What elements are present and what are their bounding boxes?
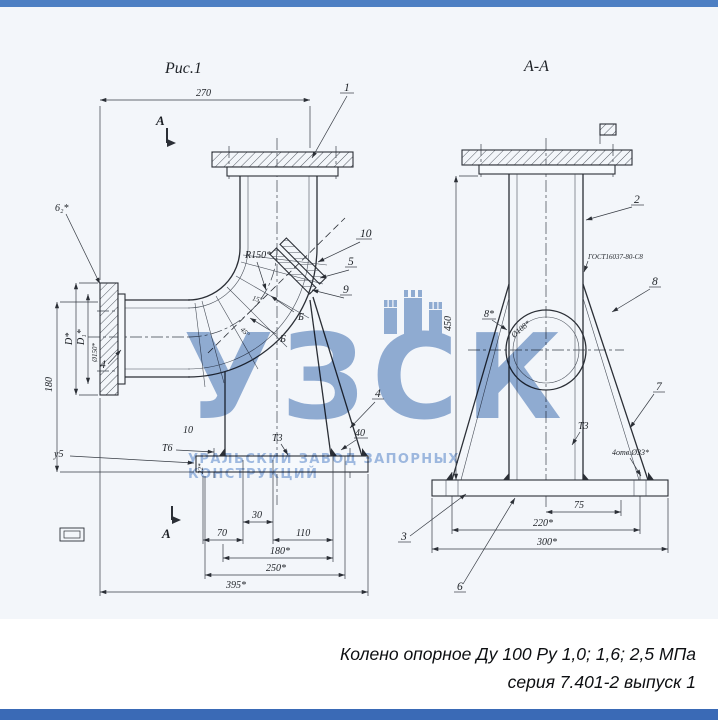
section-b-mark-1: Б — [297, 312, 304, 323]
base-plate-section — [431, 479, 669, 497]
dim-395s: 395* — [225, 580, 246, 591]
weld-t3-left: Т3 — [272, 433, 283, 444]
weld-mark-u5: у5 — [53, 449, 63, 460]
dim-270: 270 — [196, 88, 211, 99]
left-view-dimensions — [54, 92, 384, 596]
item-1: 1 — [344, 82, 350, 94]
top-border-bar — [0, 0, 718, 7]
roughness-mark-box — [59, 527, 85, 542]
left-view-outlines — [99, 151, 369, 473]
right-view-dimensions — [398, 175, 669, 593]
section-b-mark-2: Б — [279, 334, 286, 345]
left-view: Рис.1 А А 270 180 D* D₁* 6₂* R150* Ø150*… — [44, 60, 384, 596]
dim-180s: 180* — [270, 546, 290, 557]
section-letter-a-top: А — [155, 113, 165, 128]
caption-line-2: серия 7.401-2 выпуск 1 — [507, 672, 696, 692]
item-8: 8 — [652, 276, 658, 288]
item-4-gusset: 4 — [375, 388, 381, 400]
item-9: 9 — [343, 284, 349, 296]
right-view: А-А ГОСТ16037-80-С8 450 Ø108* 8* 75 220*… — [398, 58, 669, 593]
angle-15: 15° — [251, 294, 263, 304]
top-flange — [211, 151, 354, 168]
weld-leg-40: 40 — [355, 428, 365, 439]
item-4-flange: 4 — [100, 359, 106, 371]
dim-110: 110 — [296, 528, 310, 539]
left-view-centerlines — [88, 138, 351, 505]
angle-45: 45° — [239, 326, 252, 339]
right-gusset — [582, 283, 649, 481]
item-3: 3 — [400, 531, 407, 543]
base-plate — [195, 455, 369, 473]
dim-bend-radius: R150* — [244, 250, 271, 261]
item-5: 5 — [348, 256, 354, 268]
dim-flange-od: D* — [64, 333, 75, 346]
dim-300s: 300* — [536, 537, 557, 548]
weld-flag — [599, 123, 617, 144]
right-view-outlines — [431, 149, 669, 497]
item-7: 7 — [656, 381, 663, 393]
bottom-border-bar — [0, 709, 718, 720]
gusset-edge — [312, 296, 363, 457]
dim-450: 450 — [443, 316, 454, 331]
item-10: 10 — [360, 228, 372, 240]
weld-gost-label: ГОСТ16037-80-С8 — [587, 253, 643, 261]
dim-wall-8: 8* — [484, 309, 494, 320]
dim-holes: 4отв.Ø33* — [612, 448, 649, 457]
dim-30: 30 — [251, 510, 262, 521]
dim-plate-thk: 22* — [197, 463, 205, 474]
weld-leg-10: 10 — [183, 425, 193, 436]
dim-70: 70 — [217, 528, 227, 539]
dim-bolt-circle: Ø150* — [91, 342, 99, 363]
left-view-title: Рис.1 — [164, 60, 202, 77]
item-6: 6 — [457, 581, 463, 593]
item-2: 2 — [634, 194, 640, 206]
caption-line-1: Колено опорное Ду 100 Ру 1,0; 1,6; 2,5 М… — [339, 644, 696, 664]
dim-flange-face: D₁* — [76, 329, 87, 346]
right-view-title: А-А — [523, 58, 549, 75]
dim-wall-thk: 6₂* — [55, 203, 68, 214]
section-letter-a-bottom: А — [161, 526, 171, 541]
dim-pipe-dia: Ø108* — [509, 319, 532, 341]
weld-t6: Т6 — [162, 443, 173, 454]
weld-t3-right: Т3 — [578, 421, 589, 432]
top-flange-section — [461, 149, 633, 166]
dim-180: 180 — [44, 377, 55, 392]
section-arrow-a-bottom — [171, 506, 181, 524]
dim-220s: 220* — [533, 518, 553, 529]
branch-pipe-circle — [505, 309, 587, 391]
dim-75: 75 — [574, 500, 584, 511]
left-gusset — [451, 283, 510, 481]
section-arrow-a-top — [166, 128, 176, 147]
dim-250s: 250* — [266, 563, 286, 574]
side-flange — [99, 282, 119, 396]
